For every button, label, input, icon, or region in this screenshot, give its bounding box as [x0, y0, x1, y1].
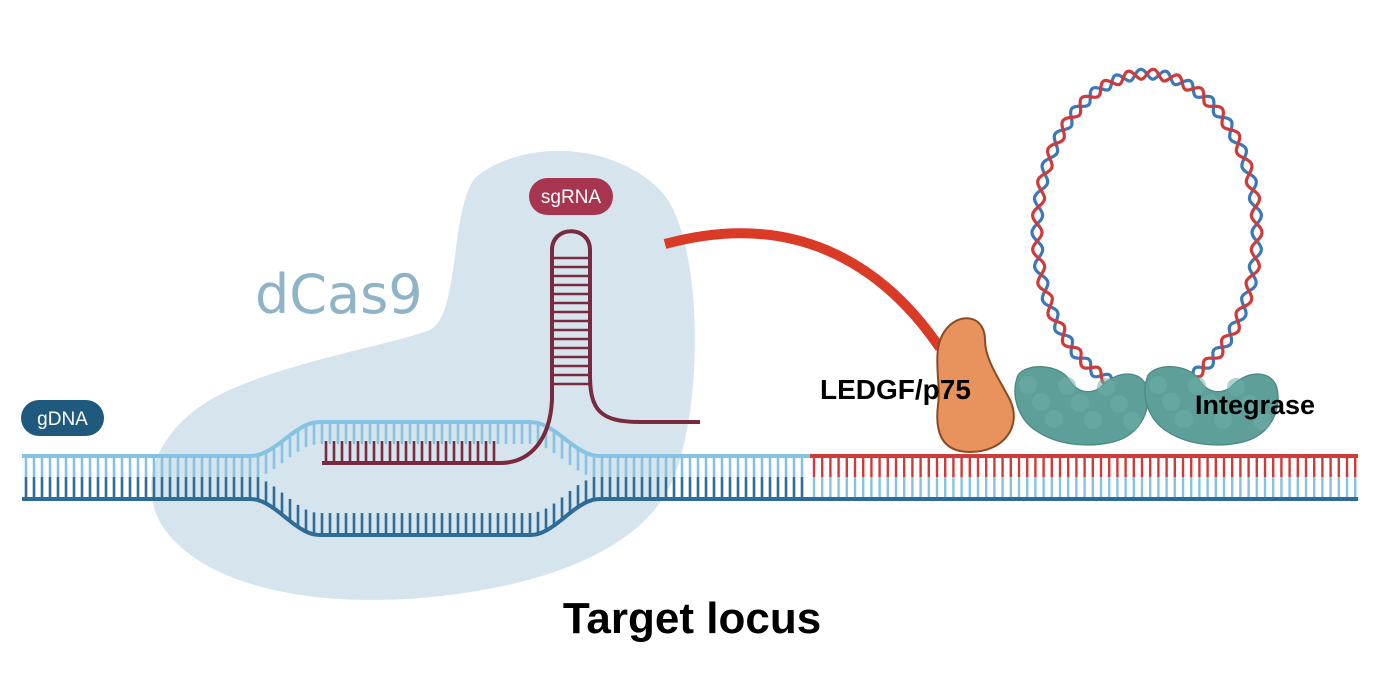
target-locus-label: Target locus [563, 594, 821, 643]
ledgf-label: LEDGF/p75 [820, 374, 971, 405]
integrase-protein-icon [1014, 366, 1279, 446]
integrase-label: Integrase [1195, 390, 1315, 420]
gdna-duplex-icon [22, 420, 810, 537]
sgrna-hairpin-icon [322, 229, 700, 465]
gdna-pill: gDNA [21, 400, 104, 436]
dcas9-label: dCas9 [255, 263, 423, 326]
ledgf-protein-icon [936, 317, 1015, 454]
sgrna-pill: sgRNA [529, 178, 613, 215]
sgrna-label: sgRNA [541, 187, 602, 208]
gdna-label: gDNA [37, 409, 88, 430]
integrated-dna-duplex-icon [810, 454, 1358, 501]
tether-linker-icon [663, 228, 945, 351]
viral-dna-loop-icon [1030, 67, 1264, 386]
dcas9-protein-icon [151, 150, 695, 600]
